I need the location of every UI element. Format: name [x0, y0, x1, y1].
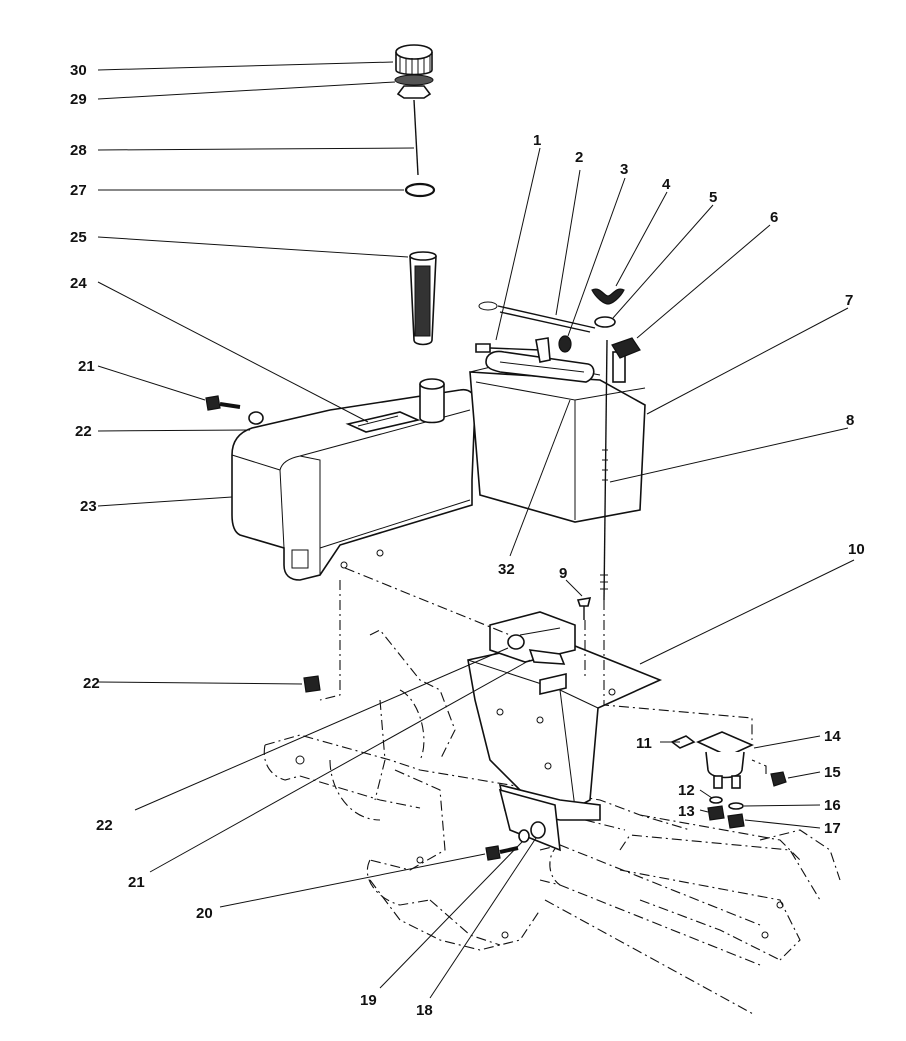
- alignment-lines: [319, 567, 767, 774]
- callout-5: 5: [709, 189, 717, 206]
- callout-8: 8: [846, 412, 854, 429]
- callout-19: 19: [360, 992, 377, 1009]
- fuel-cap-assembly: [394, 44, 437, 346]
- callout-3: 3: [620, 161, 628, 178]
- callout-2: 2: [575, 149, 583, 166]
- callout-7: 7: [845, 292, 853, 309]
- callout-28: 27: [70, 182, 87, 199]
- callout-29: 28: [70, 142, 87, 159]
- callout-labels: 30 29 28 27 25 24 21 22 23 22 22 21 20 1…: [70, 62, 865, 1019]
- tractor-frame: [263, 629, 841, 1016]
- callout-31: 30: [70, 62, 87, 79]
- callout-20: 20: [196, 905, 213, 922]
- battery-hold-down: [475, 288, 641, 601]
- callout-23: 22: [83, 675, 100, 692]
- callout-9: 9: [559, 565, 567, 582]
- callout-1: 1: [533, 132, 541, 149]
- fuel-tank: [231, 378, 476, 581]
- callout-17: 17: [824, 820, 841, 837]
- battery: [469, 350, 646, 523]
- callout-18: 18: [416, 1002, 433, 1019]
- callout-27: 25: [70, 229, 87, 246]
- callout-21-bottom: 21: [128, 874, 145, 891]
- callout-10: 10: [848, 541, 865, 558]
- callout-13: 13: [678, 803, 695, 820]
- callout-14: 14: [824, 728, 841, 745]
- battery-bracket: [467, 611, 663, 852]
- callout-16: 16: [824, 797, 841, 814]
- callout-15: 15: [824, 764, 841, 781]
- callout-11: 11: [636, 735, 652, 752]
- callout-25: 24: [70, 275, 87, 292]
- starter-solenoid: [670, 731, 787, 829]
- callout-6: 6: [770, 209, 778, 226]
- leader-lines: [97, 61, 855, 999]
- callout-30: 29: [70, 91, 87, 108]
- fasteners: [205, 395, 592, 861]
- callout-32: 32: [498, 561, 515, 578]
- callout-22-top: 22: [75, 423, 92, 440]
- callout-21-top: 21: [78, 358, 95, 375]
- callout-12: 12: [678, 782, 695, 799]
- callout-22-bottom: 22: [96, 817, 113, 834]
- callout-24: 23: [80, 498, 97, 515]
- callout-4: 4: [662, 176, 671, 193]
